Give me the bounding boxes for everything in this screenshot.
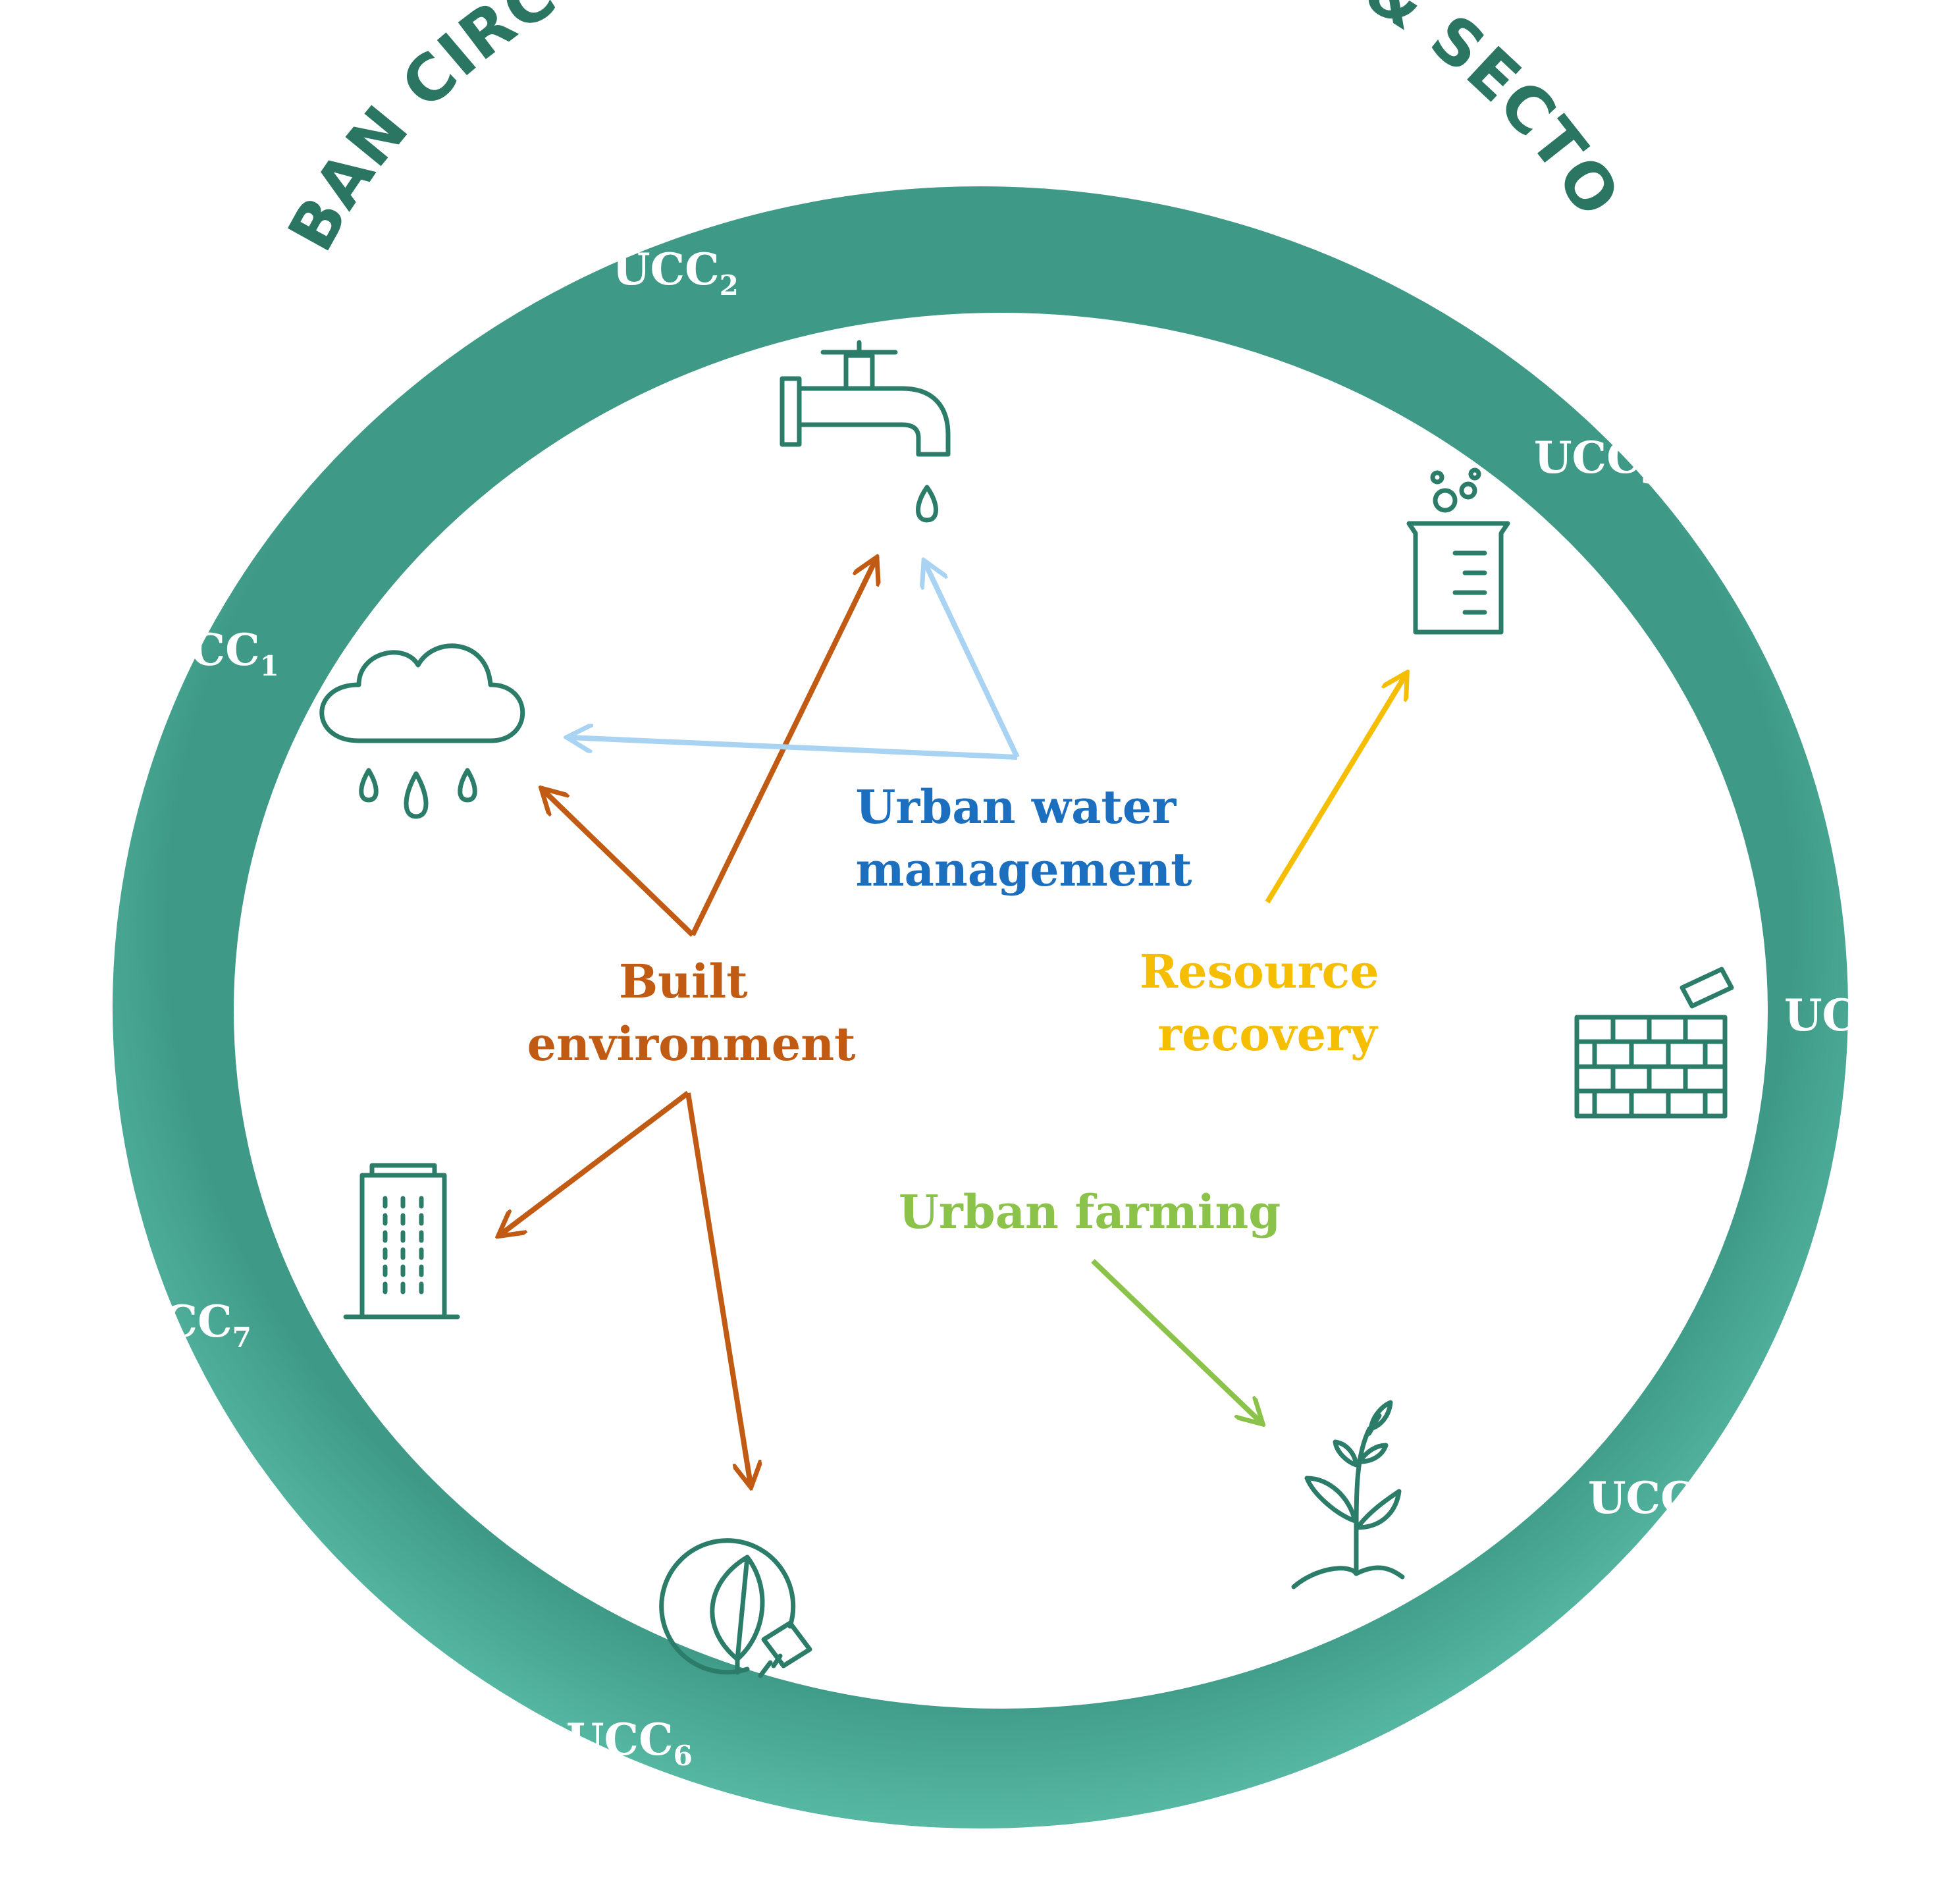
sector-urban-farming: Urban farming	[899, 1185, 1281, 1239]
ucc-label-1: UCC1	[153, 624, 279, 682]
beaker-icon	[1406, 467, 1510, 635]
link-built-to-ucc1	[543, 790, 695, 937]
plant-icon	[1291, 1400, 1405, 1589]
water-tap-icon	[780, 340, 951, 523]
link-built-to-ucc6	[685, 1092, 751, 1485]
building-icon	[343, 1163, 460, 1319]
sector-resource-recovery: Resource recovery	[1140, 944, 1395, 1061]
ucc-label-3: UCC3	[1534, 432, 1660, 490]
sector-urban-water-management: Urban water management	[855, 780, 1192, 897]
link-resource-to-ucc3	[1265, 675, 1406, 904]
rain-cloud-icon	[319, 643, 525, 819]
sector-built-environment: Built environment	[527, 954, 856, 1071]
link-water-to-ucc2	[925, 563, 1020, 759]
brick-wall-icon	[1574, 967, 1734, 1119]
ucc-label-4: UCC4	[1784, 990, 1911, 1048]
sector-labels: Built environment Urban water management…	[527, 780, 1395, 1239]
link-farming-to-ucc5	[1091, 1259, 1261, 1422]
link-built-to-ucc7	[500, 1090, 690, 1235]
ucc-label-2: UCC2	[612, 244, 739, 302]
green-energy-icon	[659, 1538, 812, 1678]
link-water-to-ucc1	[569, 737, 1018, 760]
ucc-label-7: UCC7	[125, 1296, 252, 1354]
ucc-label-5: UCC5	[1588, 1472, 1714, 1530]
ucc-label-6: UCC6	[566, 1714, 693, 1772]
sector-links	[500, 560, 1406, 1485]
ucc-labels: UCC1 UCC2 UCC3 UCC4 UCC5 UCC6 UCC7	[125, 244, 1911, 1772]
